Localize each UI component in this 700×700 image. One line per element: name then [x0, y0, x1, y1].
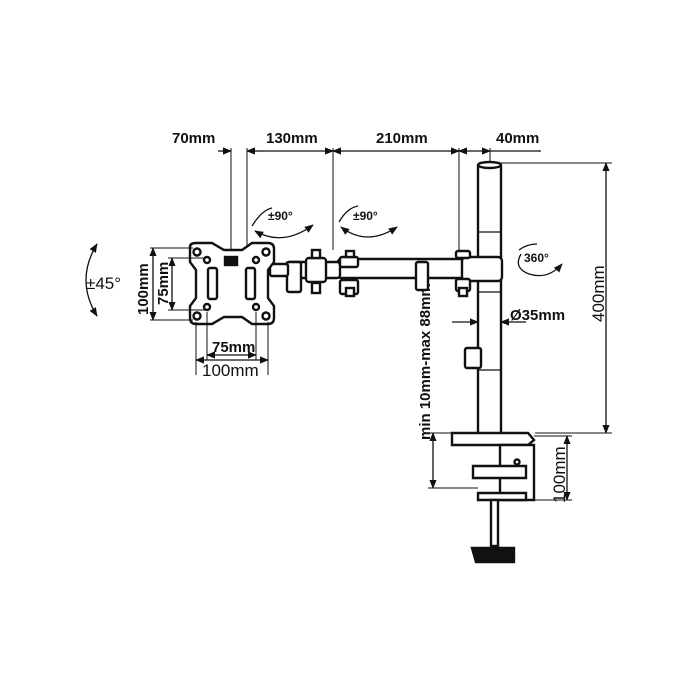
- pole-diameter-label: Ø35mm: [510, 307, 565, 324]
- dim-70-label: 70mm: [172, 130, 215, 147]
- tilt-label: ±45°: [86, 274, 121, 293]
- top-dimension-chain: 70mm 130mm 210mm 40mm: [172, 130, 541, 250]
- tilt-indicator: ±45°: [85, 243, 121, 317]
- vesa-horizontal-dimensions: 75mm 100mm: [195, 312, 269, 380]
- vesa-vertical-dimensions: 100mm 75mm: [135, 247, 206, 321]
- swivel-head-label: ±90°: [268, 209, 293, 223]
- height-dimension: 400mm: [500, 162, 612, 434]
- dim-210-label: 210mm: [376, 130, 428, 147]
- vesa-h-100-label: 100mm: [202, 361, 259, 380]
- dim-400-label: 400mm: [589, 265, 608, 322]
- arm-assembly: [268, 248, 504, 298]
- pole-diameter-callout: Ø35mm: [452, 307, 565, 326]
- pole: [463, 160, 503, 440]
- desk-clamp: [450, 431, 536, 564]
- clamp-depth-label: 100mm: [550, 446, 569, 503]
- pole-rotate-indicator: 360°: [517, 243, 563, 277]
- dim-40-label: 40mm: [496, 130, 539, 147]
- vesa-plate: [188, 241, 276, 326]
- clamp-range-dimension: min 10mm-max 88mm: [417, 283, 478, 489]
- dim-130-label: 130mm: [266, 130, 318, 147]
- clamp-range-label: min 10mm-max 88mm: [417, 283, 434, 440]
- swivel-arm-indicator: ±90°: [338, 205, 398, 238]
- vesa-h-75-label: 75mm: [212, 339, 255, 356]
- vesa-v-75-label: 75mm: [155, 262, 172, 305]
- pole-rotate-label: 360°: [524, 251, 549, 265]
- swivel-head-indicator: ±90°: [251, 207, 314, 239]
- vesa-v-100-label: 100mm: [135, 263, 152, 315]
- swivel-arm-label: ±90°: [353, 209, 378, 223]
- clamp-depth-dimension: 100mm: [534, 435, 572, 503]
